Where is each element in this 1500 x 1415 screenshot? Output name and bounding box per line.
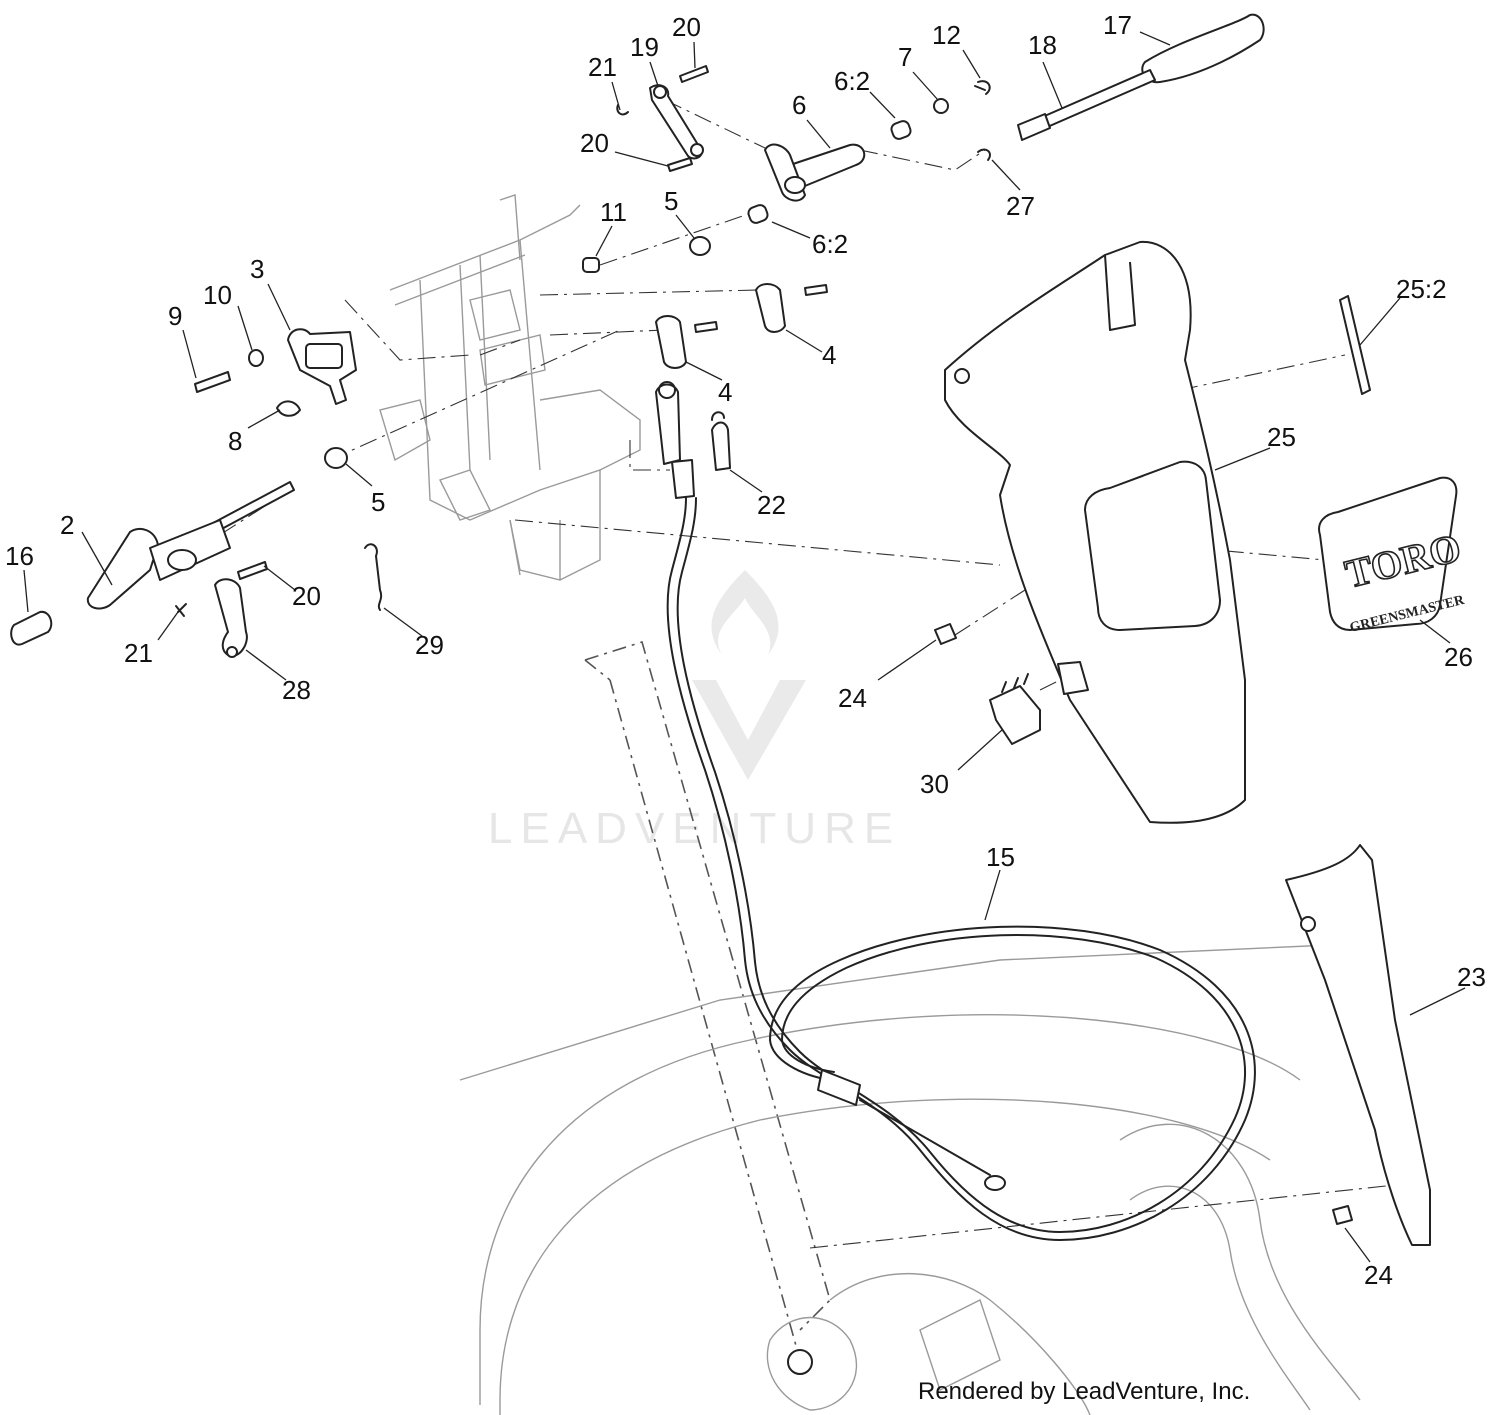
callout-label: 20 [292, 581, 321, 611]
callout-label: 7 [898, 42, 912, 72]
callout-label: 9 [168, 301, 182, 331]
part-11-nut [582, 257, 600, 273]
callout-label: 5 [664, 186, 678, 216]
part-20-pin-lower-link [667, 157, 693, 172]
render-credit: Rendered by LeadVenture, Inc. [918, 1378, 1251, 1405]
part-26-decal: TORO GREENSMASTER [1318, 476, 1467, 636]
callout-label: 12 [932, 20, 961, 50]
part-29-spring [364, 543, 383, 611]
part-5-bushing-lower [324, 447, 348, 469]
callout-labels: 21 19 20 12 18 17 6:2 7 6 20 27 11 5 6:2… [5, 10, 1486, 1290]
part-21-clip-upper [616, 104, 629, 116]
callout-label: 4 [822, 340, 836, 370]
callout-label: 3 [250, 254, 264, 284]
part-30-switch [989, 673, 1041, 745]
callout-label: 22 [757, 490, 786, 520]
part-8-spring [276, 400, 301, 417]
part-6-2-bushing-upper [890, 120, 912, 140]
part-28-lever [214, 578, 248, 658]
callout-label: 2 [60, 510, 74, 540]
callout-label: 27 [1006, 191, 1035, 221]
part-25-cover [944, 240, 1246, 824]
part-15-cable [666, 497, 1256, 1241]
part-2-pedal-shaft [86, 481, 295, 610]
part-4-bracket-lower [655, 315, 718, 369]
callout-label: 16 [5, 541, 34, 571]
callout-label: 15 [986, 842, 1015, 872]
callout-label: 23 [1457, 962, 1486, 992]
part-4-bracket-upper [755, 283, 828, 333]
part-19-link [649, 84, 704, 160]
callout-label: 5 [371, 487, 385, 517]
part-10-washer [248, 349, 264, 367]
part-20-pin-lower [237, 561, 268, 580]
callout-label: 18 [1028, 30, 1057, 60]
callout-label: 10 [203, 280, 232, 310]
part-24-bolt-upper [934, 623, 957, 645]
callout-label: 19 [630, 32, 659, 62]
callout-label: 17 [1103, 10, 1132, 40]
part-3-plate [287, 328, 357, 405]
part-24-bolt-lower [1332, 1205, 1353, 1225]
part-9-bolt [194, 371, 231, 393]
callout-label: 24 [1364, 1260, 1393, 1290]
part-18-lever-rod [1017, 69, 1156, 141]
callout-label: 11 [600, 197, 627, 227]
callout-label: 21 [124, 638, 153, 668]
control-tower [379, 194, 641, 581]
callout-label: 29 [415, 630, 444, 660]
callout-label: 8 [228, 426, 242, 456]
callout-label: 4 [718, 377, 732, 407]
part-17-grip [1141, 13, 1265, 84]
part-5-bushing-upper [689, 236, 711, 256]
callout-label: 6 [792, 90, 806, 120]
callout-label: 6:2 [812, 229, 848, 259]
callout-label: 30 [920, 769, 949, 799]
callout-label: 21 [588, 52, 617, 82]
part-6-2-bushing-lower [747, 204, 769, 224]
part-22-springs [655, 381, 731, 499]
callout-label: 26 [1444, 642, 1473, 672]
part-23-guard [1285, 844, 1431, 1246]
leader-lines [23, 31, 1466, 1263]
part-7-washer [933, 98, 949, 114]
part-16-cap [10, 610, 53, 646]
part-6-shaft-lever [764, 143, 866, 202]
callout-label: 28 [282, 675, 311, 705]
callout-label: 20 [580, 128, 609, 158]
part-25-2-strip [1339, 295, 1371, 395]
chassis-frame [459, 640, 1361, 1415]
callout-label: 25 [1267, 422, 1296, 452]
part-27-clip [977, 148, 991, 161]
part-12-clip [974, 80, 991, 95]
callout-label: 25:2 [1396, 274, 1447, 304]
part-21-clip-lower [175, 603, 187, 617]
part-20-pin-upper-link [679, 65, 709, 83]
callout-label: 24 [838, 683, 867, 713]
callout-label: 6:2 [834, 66, 870, 96]
callout-label: 20 [672, 12, 701, 42]
